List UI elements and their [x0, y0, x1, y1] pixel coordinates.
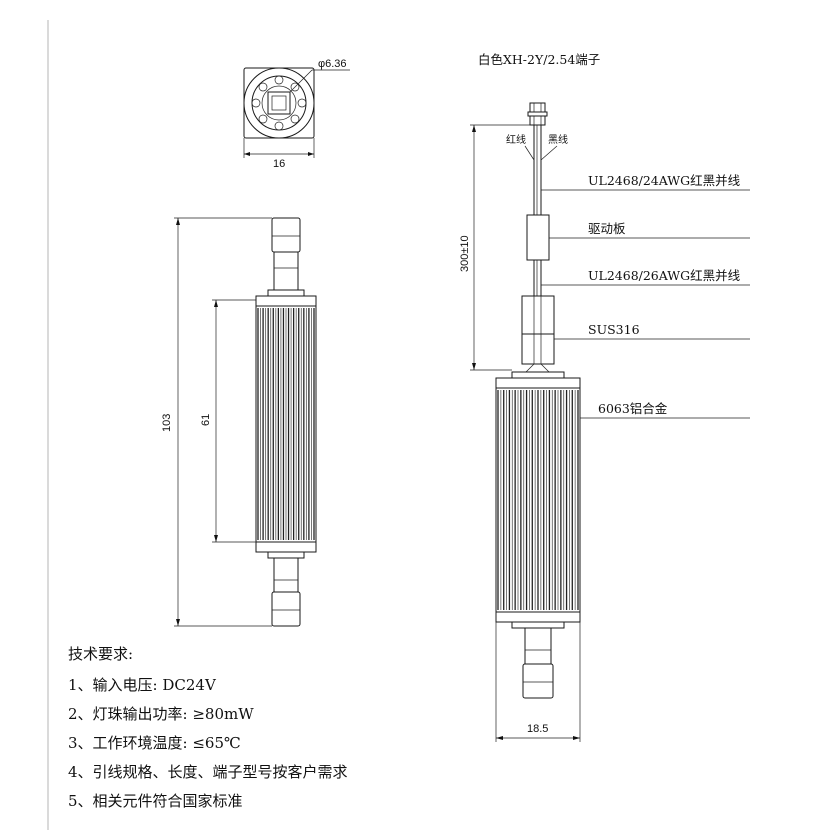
driver-board-label: 驱动板: [588, 221, 626, 236]
front-width-label: 16: [273, 158, 285, 170]
housing-material-label: 6063铝合金: [598, 401, 668, 416]
connector-label: 白色XH-2Y/2.54端子: [478, 52, 600, 67]
red-wire-label: 红线: [506, 133, 526, 146]
requirement-item: 5、相关元件符合国家标准: [68, 792, 243, 810]
side-view: [174, 217, 317, 627]
requirements-title: 技术要求:: [68, 645, 134, 663]
technical-requirements: 技术要求: 1、输入电压: DC24V 2、灯珠输出功率: ≥80mW 3、工作…: [68, 643, 488, 819]
cable-top-label: UL2468/24AWG红黑并线: [588, 173, 741, 188]
requirement-item: 1、输入电压: DC24V: [68, 676, 216, 694]
requirement-item: 2、灯珠输出功率: ≥80mW: [68, 705, 254, 723]
body-length-label: 61: [200, 414, 212, 426]
wired-view-ribs: [497, 390, 579, 610]
front-diameter-label: φ6.36: [318, 58, 347, 70]
driver-board: [526, 214, 550, 261]
wired-view: [470, 102, 750, 742]
lead-length-label: 300±10: [459, 235, 471, 272]
total-length-label: 103: [161, 414, 173, 432]
front-view: [243, 67, 350, 158]
cable-bottom-label: UL2468/26AWG红黑并线: [588, 268, 741, 283]
requirement-item: 3、工作环境温度: ≤65℃: [68, 734, 241, 752]
requirement-item: 4、引线规格、长度、端子型号按客户需求: [68, 763, 348, 781]
side-view-ribs: [257, 308, 315, 540]
tube-material-label: SUS316: [588, 322, 640, 337]
black-wire-label: 黑线: [548, 133, 568, 146]
wired-width-label: 18.5: [527, 723, 548, 735]
sus316-tube: [521, 295, 555, 335]
